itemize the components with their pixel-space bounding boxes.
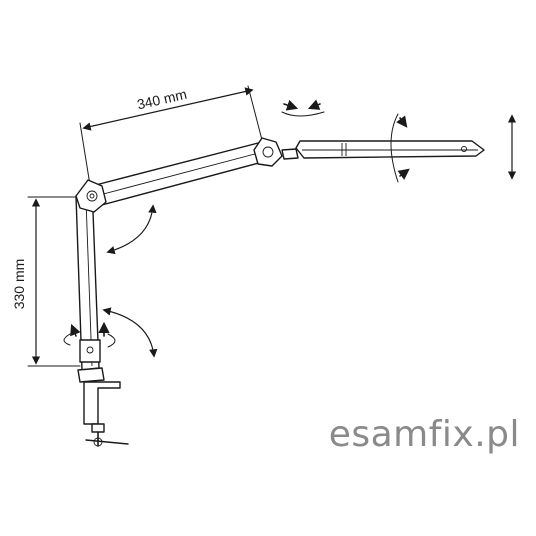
- pole-rotation-curve-left: [63, 333, 71, 346]
- head-rotation-curve: [390, 113, 399, 183]
- swivel-tick-left: [283, 99, 299, 111]
- lamp-base-collar: [77, 367, 105, 383]
- elbow-joint-pivot: [86, 190, 98, 202]
- desk-clamp: [83, 381, 121, 425]
- pole-rotation-curve-right: [107, 333, 116, 348]
- lamp-arm: [83, 141, 271, 207]
- clamp-screw-head: [91, 423, 105, 433]
- clamp-handle-hub: [93, 437, 103, 447]
- swivel-tick-right: [307, 99, 321, 110]
- lamp-head-indicator: [461, 146, 467, 152]
- elbow-joint-pivot-center: [89, 193, 95, 199]
- elbow-joint: [75, 179, 107, 213]
- lamp-head: [295, 140, 485, 159]
- head-joint: [253, 137, 283, 167]
- arm-dimension-line: [82, 87, 254, 131]
- pole-height-label: 330 mm: [11, 259, 27, 310]
- watermark-text: esamfix.pl: [329, 414, 520, 455]
- lamp: [75, 137, 485, 447]
- pole-inner-line: [85, 199, 93, 367]
- head-joint-pivot: [262, 146, 274, 158]
- head-connector: [281, 148, 299, 160]
- pole-rotation-tick-left: [70, 323, 81, 337]
- swivel-curve: [281, 111, 325, 117]
- head-rotation-tick-top: [396, 115, 408, 128]
- head-rotation-tick-bottom: [397, 168, 410, 180]
- rotation-arrow-icon: [63, 321, 116, 348]
- clamp-handle: [85, 439, 129, 445]
- tilt-arrow-icon: [102, 307, 158, 358]
- pole-knuckle: [79, 339, 101, 363]
- pole-height-dimension: 330 mm: [11, 196, 81, 367]
- arm-length-label: 340 mm: [135, 86, 188, 113]
- arm-inner-line: [91, 150, 267, 198]
- arm-extension-line-right: [247, 85, 263, 141]
- pole-knuckle-screw: [86, 346, 94, 354]
- head-rotation-arrow-icon: [390, 113, 410, 183]
- tilt-arrow-icon: [106, 204, 157, 255]
- arm-extension-line-left: [79, 122, 91, 186]
- swivel-arrow-icon: [281, 99, 325, 117]
